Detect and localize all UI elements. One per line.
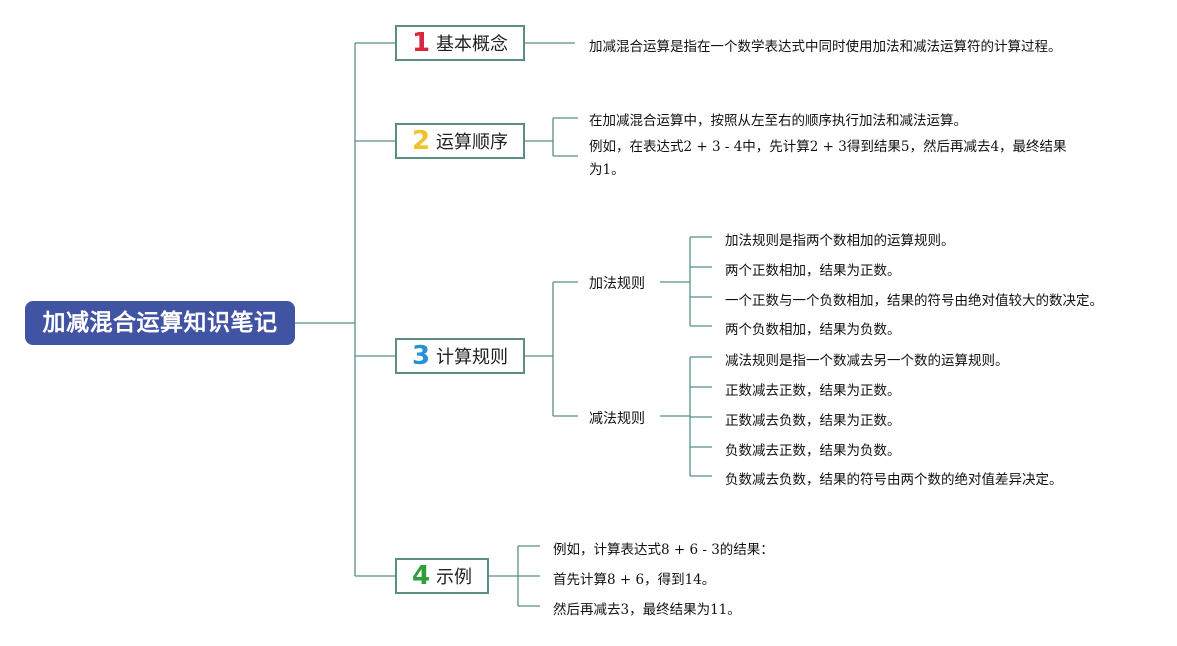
example-step-1: 例如，计算表达式8 + 6 - 3的结果： — [553, 542, 774, 558]
branch-1-topic[interactable]: 1 基本概念 — [395, 25, 525, 61]
branch-1-label: 基本概念 — [436, 34, 509, 55]
branch-3-topic[interactable]: 3 计算规则 — [395, 338, 525, 374]
root-topic[interactable]: 加减混合运算知识笔记 — [25, 301, 295, 345]
number-4-badge: 4 — [411, 561, 431, 591]
branch-2-topic[interactable]: 2 运算顺序 — [395, 123, 525, 159]
subtraction-rule-2: 正数减去正数，结果为正数。 — [725, 383, 901, 399]
number-2-badge: 2 — [411, 126, 431, 156]
addition-rule-2: 两个正数相加，结果为正数。 — [725, 263, 901, 279]
addition-rule-1: 加法规则是指两个数相加的运算规则。 — [725, 233, 955, 249]
branch-1-detail-1: 加减混合运算是指在一个数学表达式中同时使用加法和减法运算符的计算过程。 — [589, 39, 1062, 55]
branch-2-label: 运算顺序 — [436, 132, 509, 153]
example-step-2: 首先计算8 + 6，得到14。 — [553, 572, 716, 588]
subtraction-rule-5: 负数减去负数，结果的符号由两个数的绝对值差异决定。 — [725, 472, 1063, 488]
number-3-badge: 3 — [411, 341, 431, 371]
addition-rule-4: 两个负数相加，结果为负数。 — [725, 322, 901, 338]
branch-4-label: 示例 — [436, 567, 473, 588]
addition-rules-topic[interactable]: 加法规则 — [589, 276, 645, 292]
branch-2-detail-2: 例如，在表达式2 + 3 - 4中，先计算2 + 3得到结果5，然后再减去4，最… — [589, 139, 1067, 178]
addition-rule-3: 一个正数与一个负数相加，结果的符号由绝对值较大的数决定。 — [725, 293, 1103, 309]
subtraction-rules-topic[interactable]: 减法规则 — [589, 411, 645, 427]
subtraction-rule-1: 减法规则是指一个数减去另一个数的运算规则。 — [725, 353, 1009, 369]
branch-2-detail-1: 在加减混合运算中，按照从左至右的顺序执行加法和减法运算。 — [589, 113, 967, 129]
number-1-badge: 1 — [411, 28, 431, 58]
subtraction-rule-4: 负数减去正数，结果为负数。 — [725, 443, 901, 459]
example-step-3: 然后再减去3，最终结果为11。 — [553, 602, 741, 618]
subtraction-rule-3: 正数减去负数，结果为正数。 — [725, 413, 901, 429]
branch-4-topic[interactable]: 4 示例 — [395, 558, 489, 594]
branch-3-label: 计算规则 — [436, 347, 509, 368]
